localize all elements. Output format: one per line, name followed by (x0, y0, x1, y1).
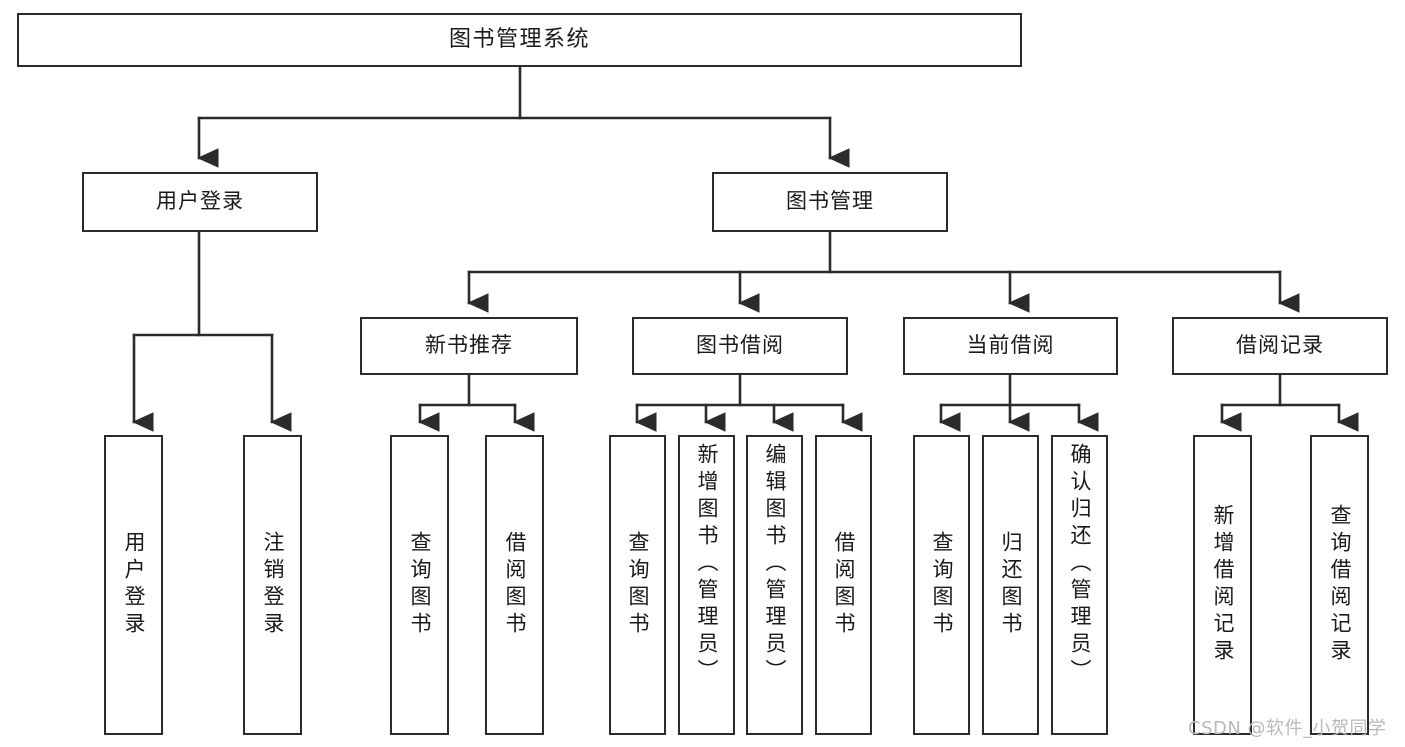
leaf-borrow-book-recommend[interactable]: 借阅图书 (485, 435, 544, 735)
leaf-add-borrow-record[interactable]: 新增借阅记录 (1193, 435, 1252, 735)
node-label: 借阅图书 (832, 531, 856, 639)
leaf-add-book-admin[interactable]: 新增图书（管理员） (678, 435, 735, 735)
node-borrow-record[interactable]: 借阅记录 (1172, 317, 1388, 375)
node-label: 新书推荐 (425, 333, 513, 358)
node-label: 图书管理系统 (448, 26, 590, 52)
node-label: 查询借阅记录 (1328, 504, 1352, 666)
node-label: 新增图书（管理员） (695, 443, 719, 686)
node-user-login[interactable]: 用户登录 (82, 172, 318, 232)
node-label: 图书借阅 (696, 333, 784, 358)
leaf-user-login[interactable]: 用户登录 (104, 435, 163, 735)
leaf-return-book[interactable]: 归还图书 (982, 435, 1039, 735)
node-label: 注销登录 (261, 531, 285, 639)
leaf-query-book-current[interactable]: 查询图书 (913, 435, 970, 735)
node-label: 当前借阅 (966, 333, 1055, 358)
leaf-edit-book-admin[interactable]: 编辑图书（管理员） (746, 435, 803, 735)
node-book-borrow[interactable]: 图书借阅 (632, 317, 848, 375)
leaf-borrow-book[interactable]: 借阅图书 (815, 435, 872, 735)
node-label: 借阅图书 (503, 531, 527, 639)
node-label: 查询图书 (930, 531, 954, 639)
node-label: 借阅记录 (1236, 333, 1324, 358)
node-book-management[interactable]: 图书管理 (712, 172, 948, 232)
csdn-watermark: CSDN @软件_小贺同学 (1188, 718, 1387, 739)
leaf-confirm-return-admin[interactable]: 确认归还（管理员） (1051, 435, 1108, 735)
node-label: 查询图书 (626, 531, 650, 639)
node-label: 用户登录 (122, 531, 146, 639)
node-label: 确认归还（管理员） (1068, 443, 1092, 686)
node-label: 新增借阅记录 (1211, 504, 1235, 666)
node-new-book-recommend[interactable]: 新书推荐 (360, 317, 578, 375)
node-label: 用户登录 (156, 189, 244, 214)
node-label: 查询图书 (408, 531, 432, 639)
leaf-logout[interactable]: 注销登录 (243, 435, 302, 735)
leaf-query-borrow-record[interactable]: 查询借阅记录 (1310, 435, 1369, 735)
node-label: 归还图书 (999, 531, 1023, 639)
node-current-borrow[interactable]: 当前借阅 (903, 317, 1118, 375)
leaf-query-book-recommend[interactable]: 查询图书 (390, 435, 449, 735)
node-root-system[interactable]: 图书管理系统 (17, 13, 1022, 67)
leaf-query-book-borrow[interactable]: 查询图书 (609, 435, 666, 735)
node-label: 图书管理 (786, 189, 874, 214)
node-label: 编辑图书（管理员） (763, 443, 787, 686)
